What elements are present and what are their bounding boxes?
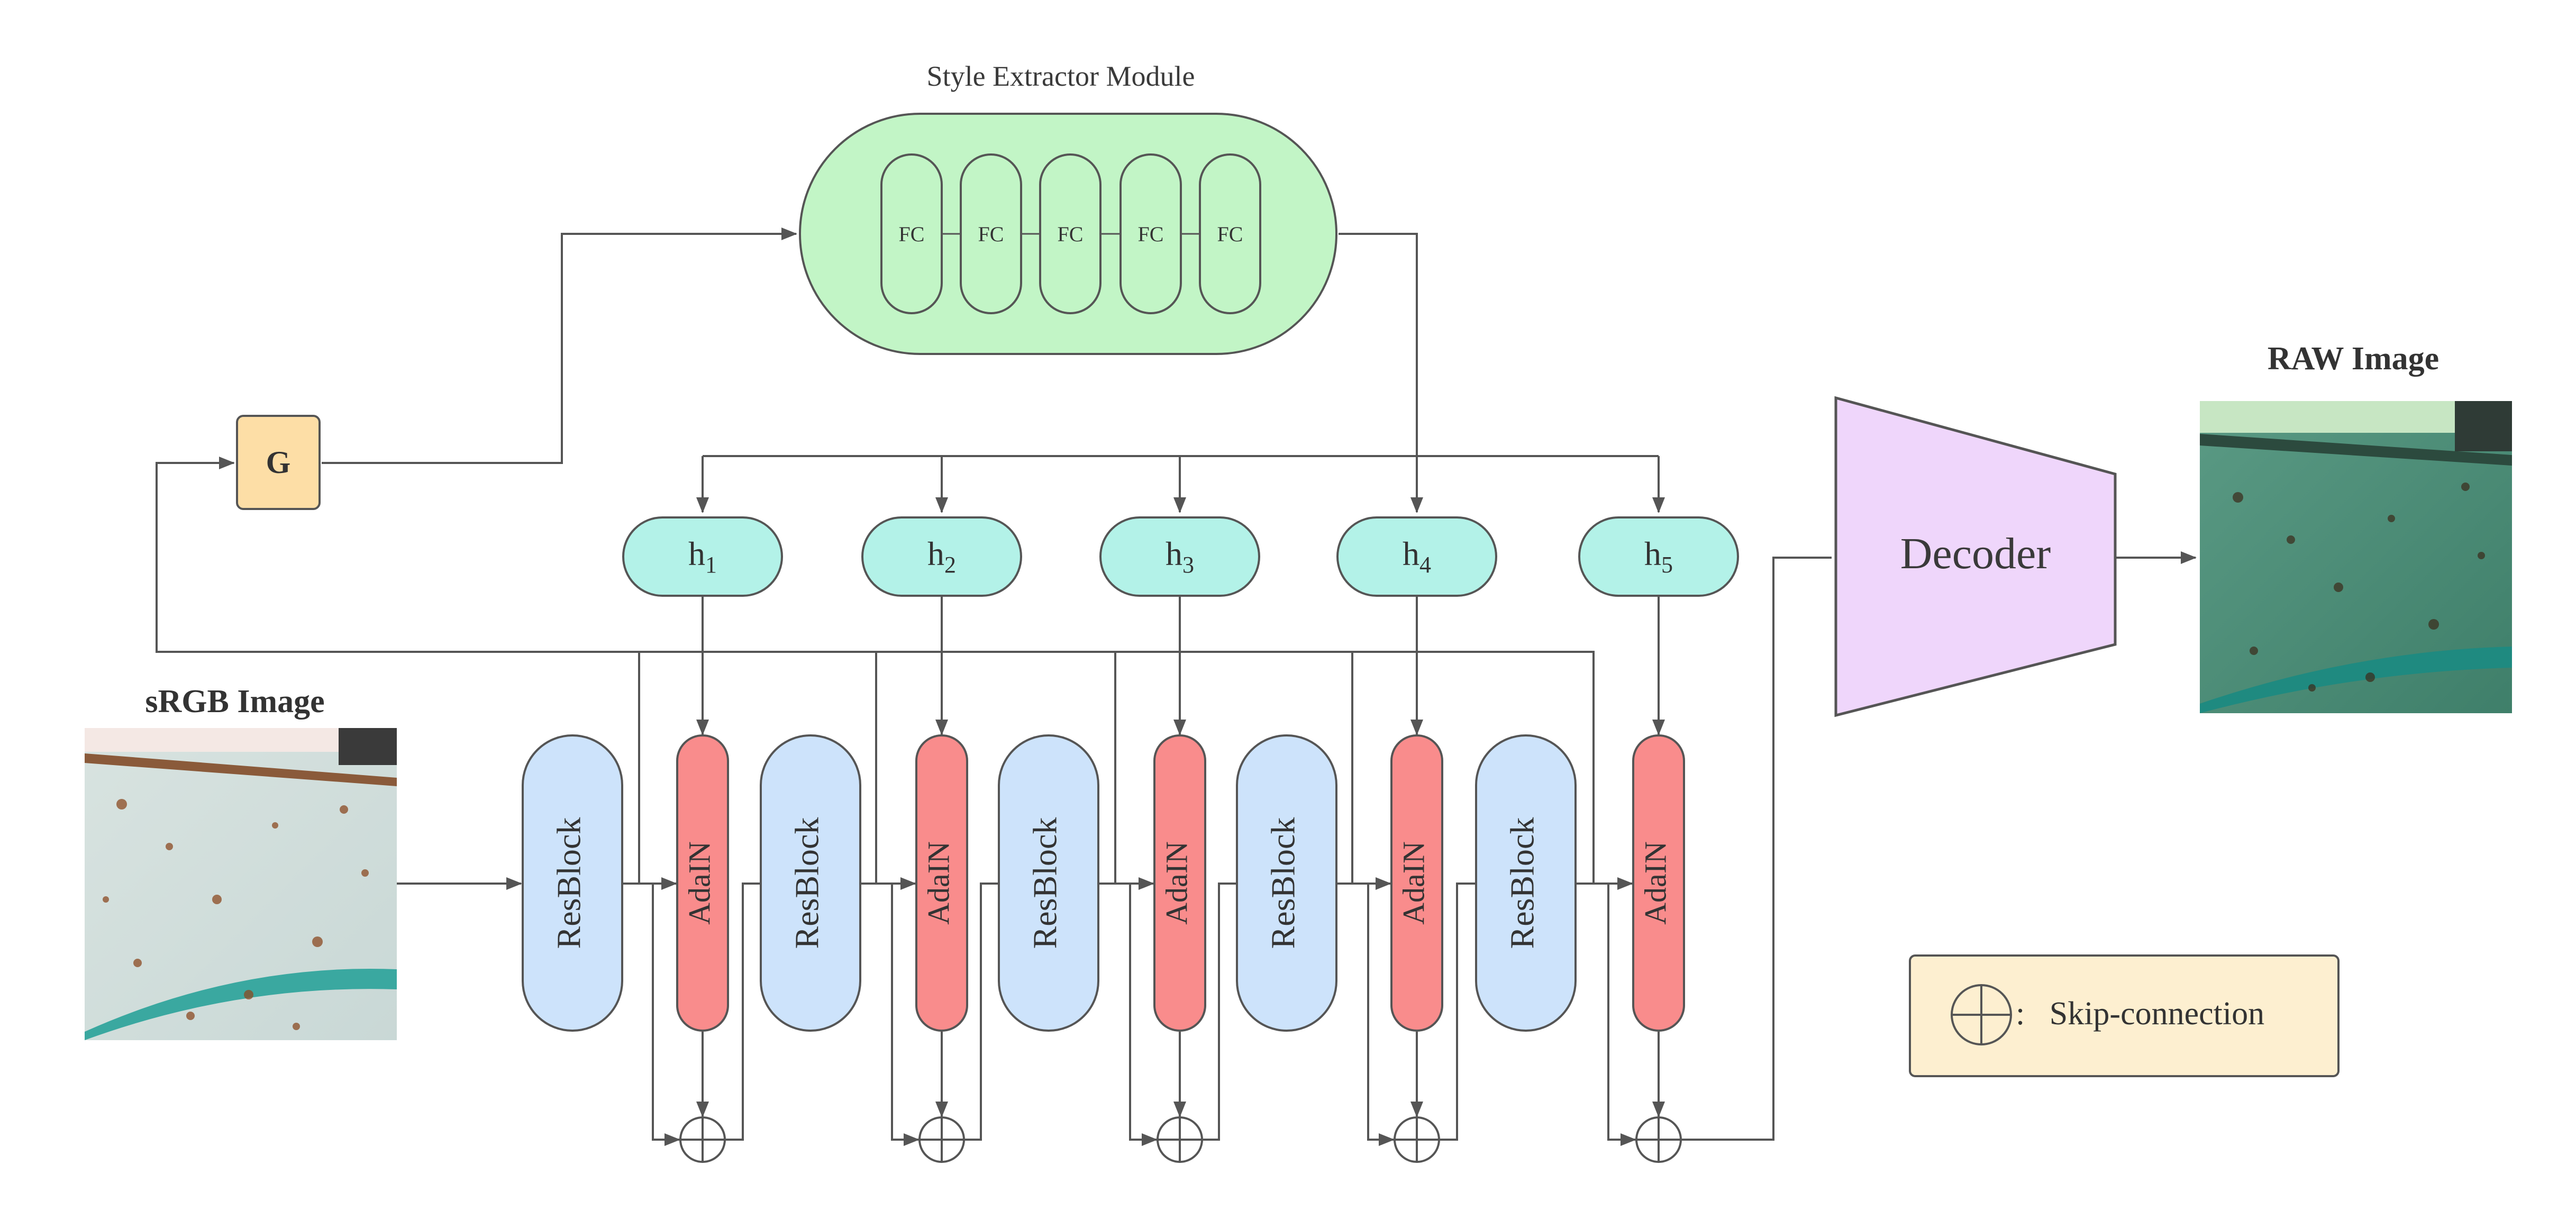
h-box (861, 516, 1022, 597)
resblock (522, 734, 623, 1032)
sum-node (1394, 1116, 1440, 1163)
sum-node (679, 1116, 726, 1163)
adain-blocks: AdaIN AdaIN AdaIN AdaIN AdaIN (676, 734, 1685, 1032)
adain-block (1153, 734, 1206, 1032)
fc-label: FC (1058, 222, 1084, 246)
to-decoder-line (1682, 557, 1832, 1141)
g-label: G (266, 445, 291, 480)
fc-layer (1199, 153, 1261, 314)
legend-box (1909, 954, 2340, 1077)
adain-block (1390, 734, 1443, 1032)
fc-label: FC (978, 222, 1004, 246)
legend-text: : Skip-connection (2016, 996, 2264, 1032)
adain-label: AdaIN (921, 841, 955, 925)
srgb-image (85, 728, 397, 1040)
feedback-to-g-line (156, 457, 640, 884)
h-box (622, 516, 783, 597)
resblock-label: ResBlock (1264, 817, 1302, 949)
sum-node (918, 1116, 965, 1163)
resblock-label: ResBlock (1504, 817, 1541, 949)
h-box (1099, 516, 1260, 597)
h-parameters: h1 h2 h3 h4 h5 (622, 516, 1739, 597)
fc-layers: FC FC FC FC FC (880, 153, 1261, 314)
resblock (1475, 734, 1577, 1032)
resblock-label: ResBlock (788, 817, 826, 949)
fc-label: FC (1217, 222, 1243, 246)
fc-label: FC (899, 222, 925, 246)
raw-image (2200, 401, 2512, 713)
adain-block (1632, 734, 1685, 1032)
decoder-label: Decoder (1900, 529, 2051, 578)
connectors (156, 228, 2197, 1146)
adain-block (676, 734, 729, 1032)
adain-label: AdaIN (1638, 841, 1672, 925)
adain-block (915, 734, 968, 1032)
adain-label: AdaIN (682, 841, 716, 925)
h-label: h3 (1166, 535, 1194, 578)
g-block (236, 415, 321, 510)
resblocks: ResBlock ResBlock ResBlock ResBlock ResBlock (522, 734, 1577, 1032)
g-to-extractor-arrow (322, 228, 797, 464)
srgb-label: sRGB Image (145, 684, 324, 720)
h-box (1336, 516, 1497, 597)
resblock (760, 734, 861, 1032)
fc-label: FC (1138, 222, 1164, 246)
resblock (998, 734, 1099, 1032)
h-label: h2 (927, 535, 956, 578)
raw-label: RAW Image (2268, 341, 2439, 377)
adain-label: AdaIN (1159, 841, 1194, 925)
sum-node (1157, 1116, 1203, 1163)
resblock-label: ResBlock (1026, 817, 1064, 949)
extractor-output-line (1339, 233, 1418, 456)
style-extractor-title: Style Extractor Module (927, 60, 1195, 92)
resblock (1236, 734, 1337, 1032)
h-label: h1 (688, 535, 717, 578)
decoder-block (1834, 396, 2117, 717)
adain-label: AdaIN (1396, 841, 1431, 925)
h-box (1578, 516, 1739, 597)
sum-nodes (679, 1116, 1682, 1163)
sum-node (1635, 1116, 1682, 1163)
feedback-bus (875, 651, 1595, 884)
resblock-label: ResBlock (550, 817, 588, 949)
h-label: h4 (1403, 535, 1431, 578)
h-label: h5 (1644, 535, 1673, 578)
skip-connection-icon (1951, 984, 2012, 1045)
